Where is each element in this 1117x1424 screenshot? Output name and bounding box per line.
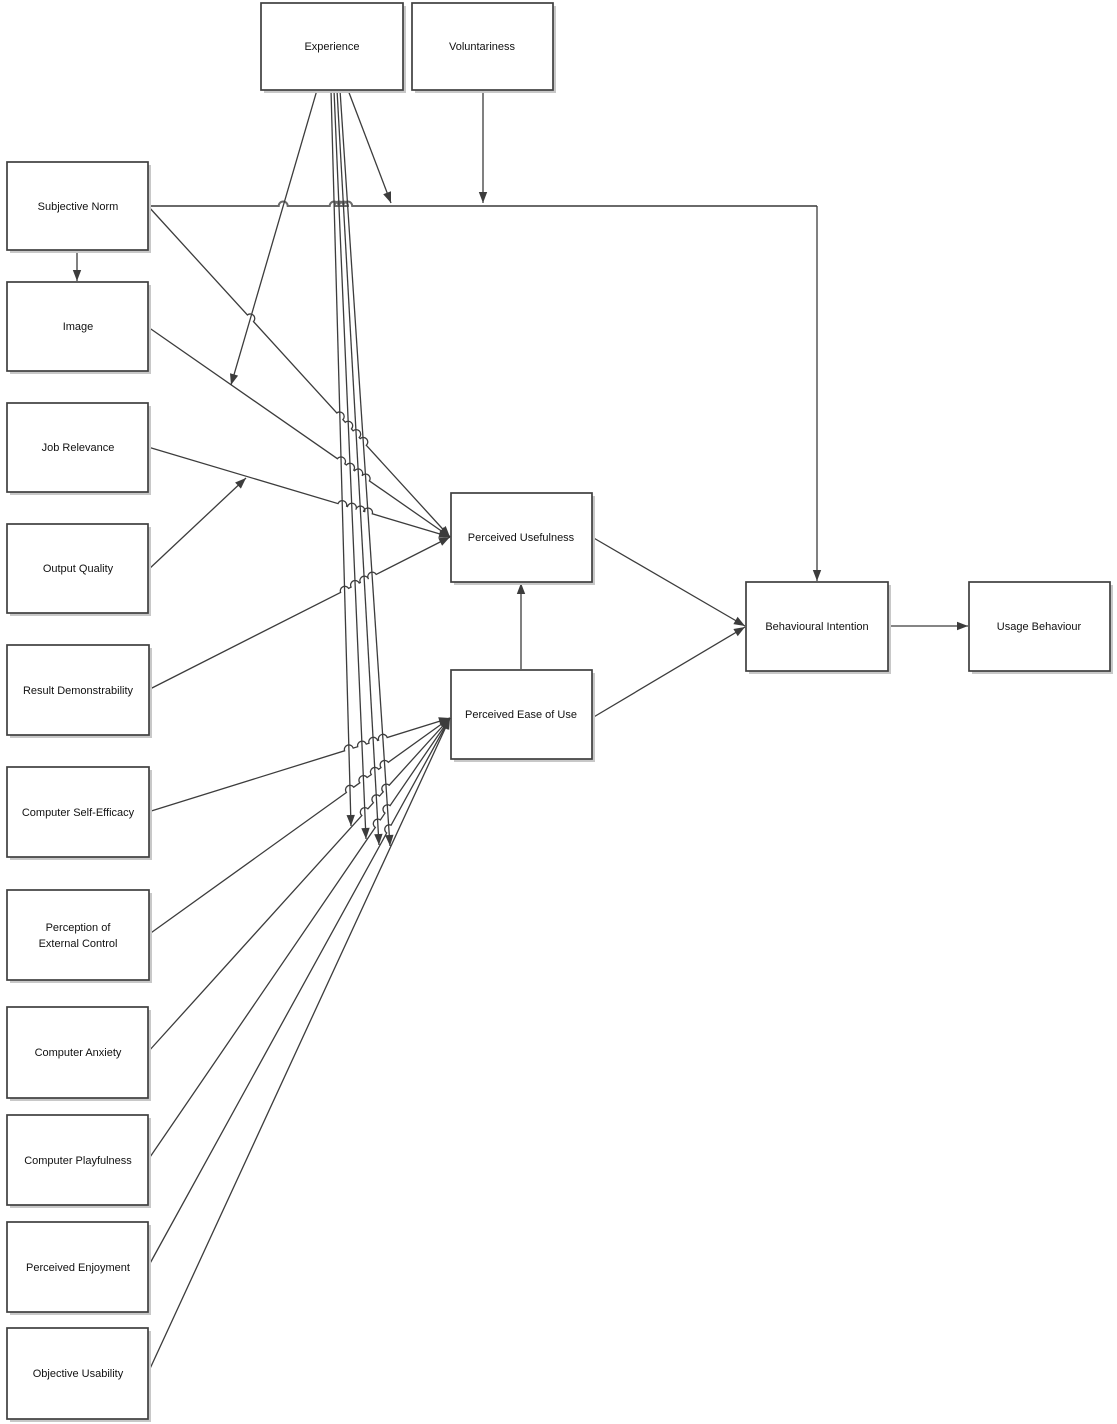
- edge-layer: [72, 89, 968, 1374]
- node-output-quality-label: Output Quality: [43, 563, 114, 575]
- edge-e_jr_pu: [147, 446, 451, 538]
- node-perceived-ease-of-use-label: Perceived Ease of Use: [465, 709, 577, 721]
- node-subjective-norm-label: Subjective Norm: [38, 201, 119, 213]
- arrowhead-e_sn_bi: [812, 570, 822, 581]
- node-perceived-enjoyment-label: Perceived Enjoyment: [26, 1262, 130, 1274]
- edge-e_ou_peou: [147, 717, 451, 1374]
- edge-e_pu_bi: [591, 536, 746, 627]
- arrowhead-e_sn_img: [72, 270, 82, 281]
- edge-e_sn_pu: [147, 205, 451, 538]
- node-job-relevance: Job Relevance: [6, 402, 151, 495]
- node-objective-usability: Objective Usability: [6, 1327, 151, 1422]
- edge-e_img_pu: [147, 326, 451, 538]
- node-computer-anxiety: Computer Anxiety: [6, 1006, 151, 1101]
- edge-e_cplay_peou: [147, 717, 451, 1161]
- arrowhead-e_jr_pu: [438, 529, 450, 538]
- node-perceived-usefulness: Perceived Usefulness: [450, 492, 595, 585]
- node-computer-playfulness-label: Computer Playfulness: [24, 1155, 132, 1167]
- node-usage-behaviour: Usage Behaviour: [968, 581, 1113, 674]
- node-objective-usability-label: Objective Usability: [33, 1368, 124, 1380]
- node-experience: Experience: [260, 2, 406, 93]
- edge-e_pec_peou: [147, 717, 451, 936]
- node-voluntariness-label: Voluntariness: [449, 41, 516, 53]
- node-output-quality: Output Quality: [6, 523, 151, 616]
- edge-e_canx_peou: [147, 717, 451, 1053]
- arrowhead-m_exp_enj: [374, 833, 383, 845]
- arrowhead-e_rd_pu: [438, 537, 450, 546]
- edge-e_peou_bi: [591, 626, 746, 719]
- edge-m_oq_jrpu: [147, 477, 247, 571]
- node-image-label: Image: [63, 321, 94, 333]
- arrowhead-m_exp_cplay: [361, 827, 370, 839]
- node-subjective-norm: Subjective Norm: [6, 161, 151, 253]
- node-perception-external-control: Perception of External Control: [6, 889, 152, 983]
- node-perceived-enjoyment: Perceived Enjoyment: [6, 1221, 151, 1315]
- edge-e_cse_peou: [147, 717, 451, 813]
- node-computer-self-efficacy-label: Computer Self-Efficacy: [22, 807, 135, 819]
- arrowhead-m_oq_jrpu: [235, 478, 246, 489]
- node-job-relevance-label: Job Relevance: [42, 442, 115, 454]
- node-behavioural-intention-label: Behavioural Intention: [765, 621, 868, 633]
- arrowhead-m_vol_snbi: [478, 192, 488, 203]
- node-perceived-usefulness-label: Perceived Usefulness: [468, 532, 575, 544]
- arrowhead-e_bi_ub: [957, 621, 968, 631]
- arrowhead-m_exp_canx: [346, 814, 355, 826]
- node-usage-behaviour-label: Usage Behaviour: [997, 621, 1082, 633]
- edge-m_exp_cplay: [333, 89, 367, 840]
- edge-m_exp_snbi: [347, 89, 392, 204]
- edge-m_exp_ou: [339, 89, 391, 847]
- edge-m_exp_imgpu: [230, 89, 318, 386]
- node-voluntariness: Voluntariness: [411, 2, 556, 93]
- edge-e_enj_peou: [147, 717, 451, 1268]
- arrowhead-m_exp_imgpu: [230, 373, 239, 385]
- node-computer-anxiety-label: Computer Anxiety: [35, 1047, 122, 1059]
- arrowhead-e_peou_bi: [733, 627, 745, 637]
- node-result-demonstrability: Result Demonstrability: [6, 644, 152, 738]
- node-perception-external-control-label-line1: Perception of: [46, 922, 112, 934]
- node-perception-external-control-label-line2: External Control: [39, 938, 118, 950]
- node-behavioural-intention: Behavioural Intention: [745, 581, 891, 674]
- node-computer-playfulness: Computer Playfulness: [6, 1114, 151, 1208]
- node-image: Image: [6, 281, 151, 374]
- arrowhead-m_exp_ou: [385, 834, 394, 846]
- node-computer-self-efficacy: Computer Self-Efficacy: [6, 766, 152, 860]
- arrowhead-e_peou_pu: [516, 583, 526, 594]
- edge-m_exp_canx: [330, 89, 352, 827]
- arrowhead-e_ou_peou: [441, 718, 450, 730]
- edge-e_rd_pu: [147, 536, 451, 691]
- node-perceived-ease-of-use: Perceived Ease of Use: [450, 669, 595, 762]
- node-result-demonstrability-label: Result Demonstrability: [23, 685, 134, 697]
- arrowhead-e_pu_bi: [733, 616, 745, 626]
- edge-m_exp_enj: [336, 89, 380, 846]
- node-experience-label: Experience: [304, 41, 359, 53]
- arrowhead-m_exp_snbi: [383, 191, 391, 203]
